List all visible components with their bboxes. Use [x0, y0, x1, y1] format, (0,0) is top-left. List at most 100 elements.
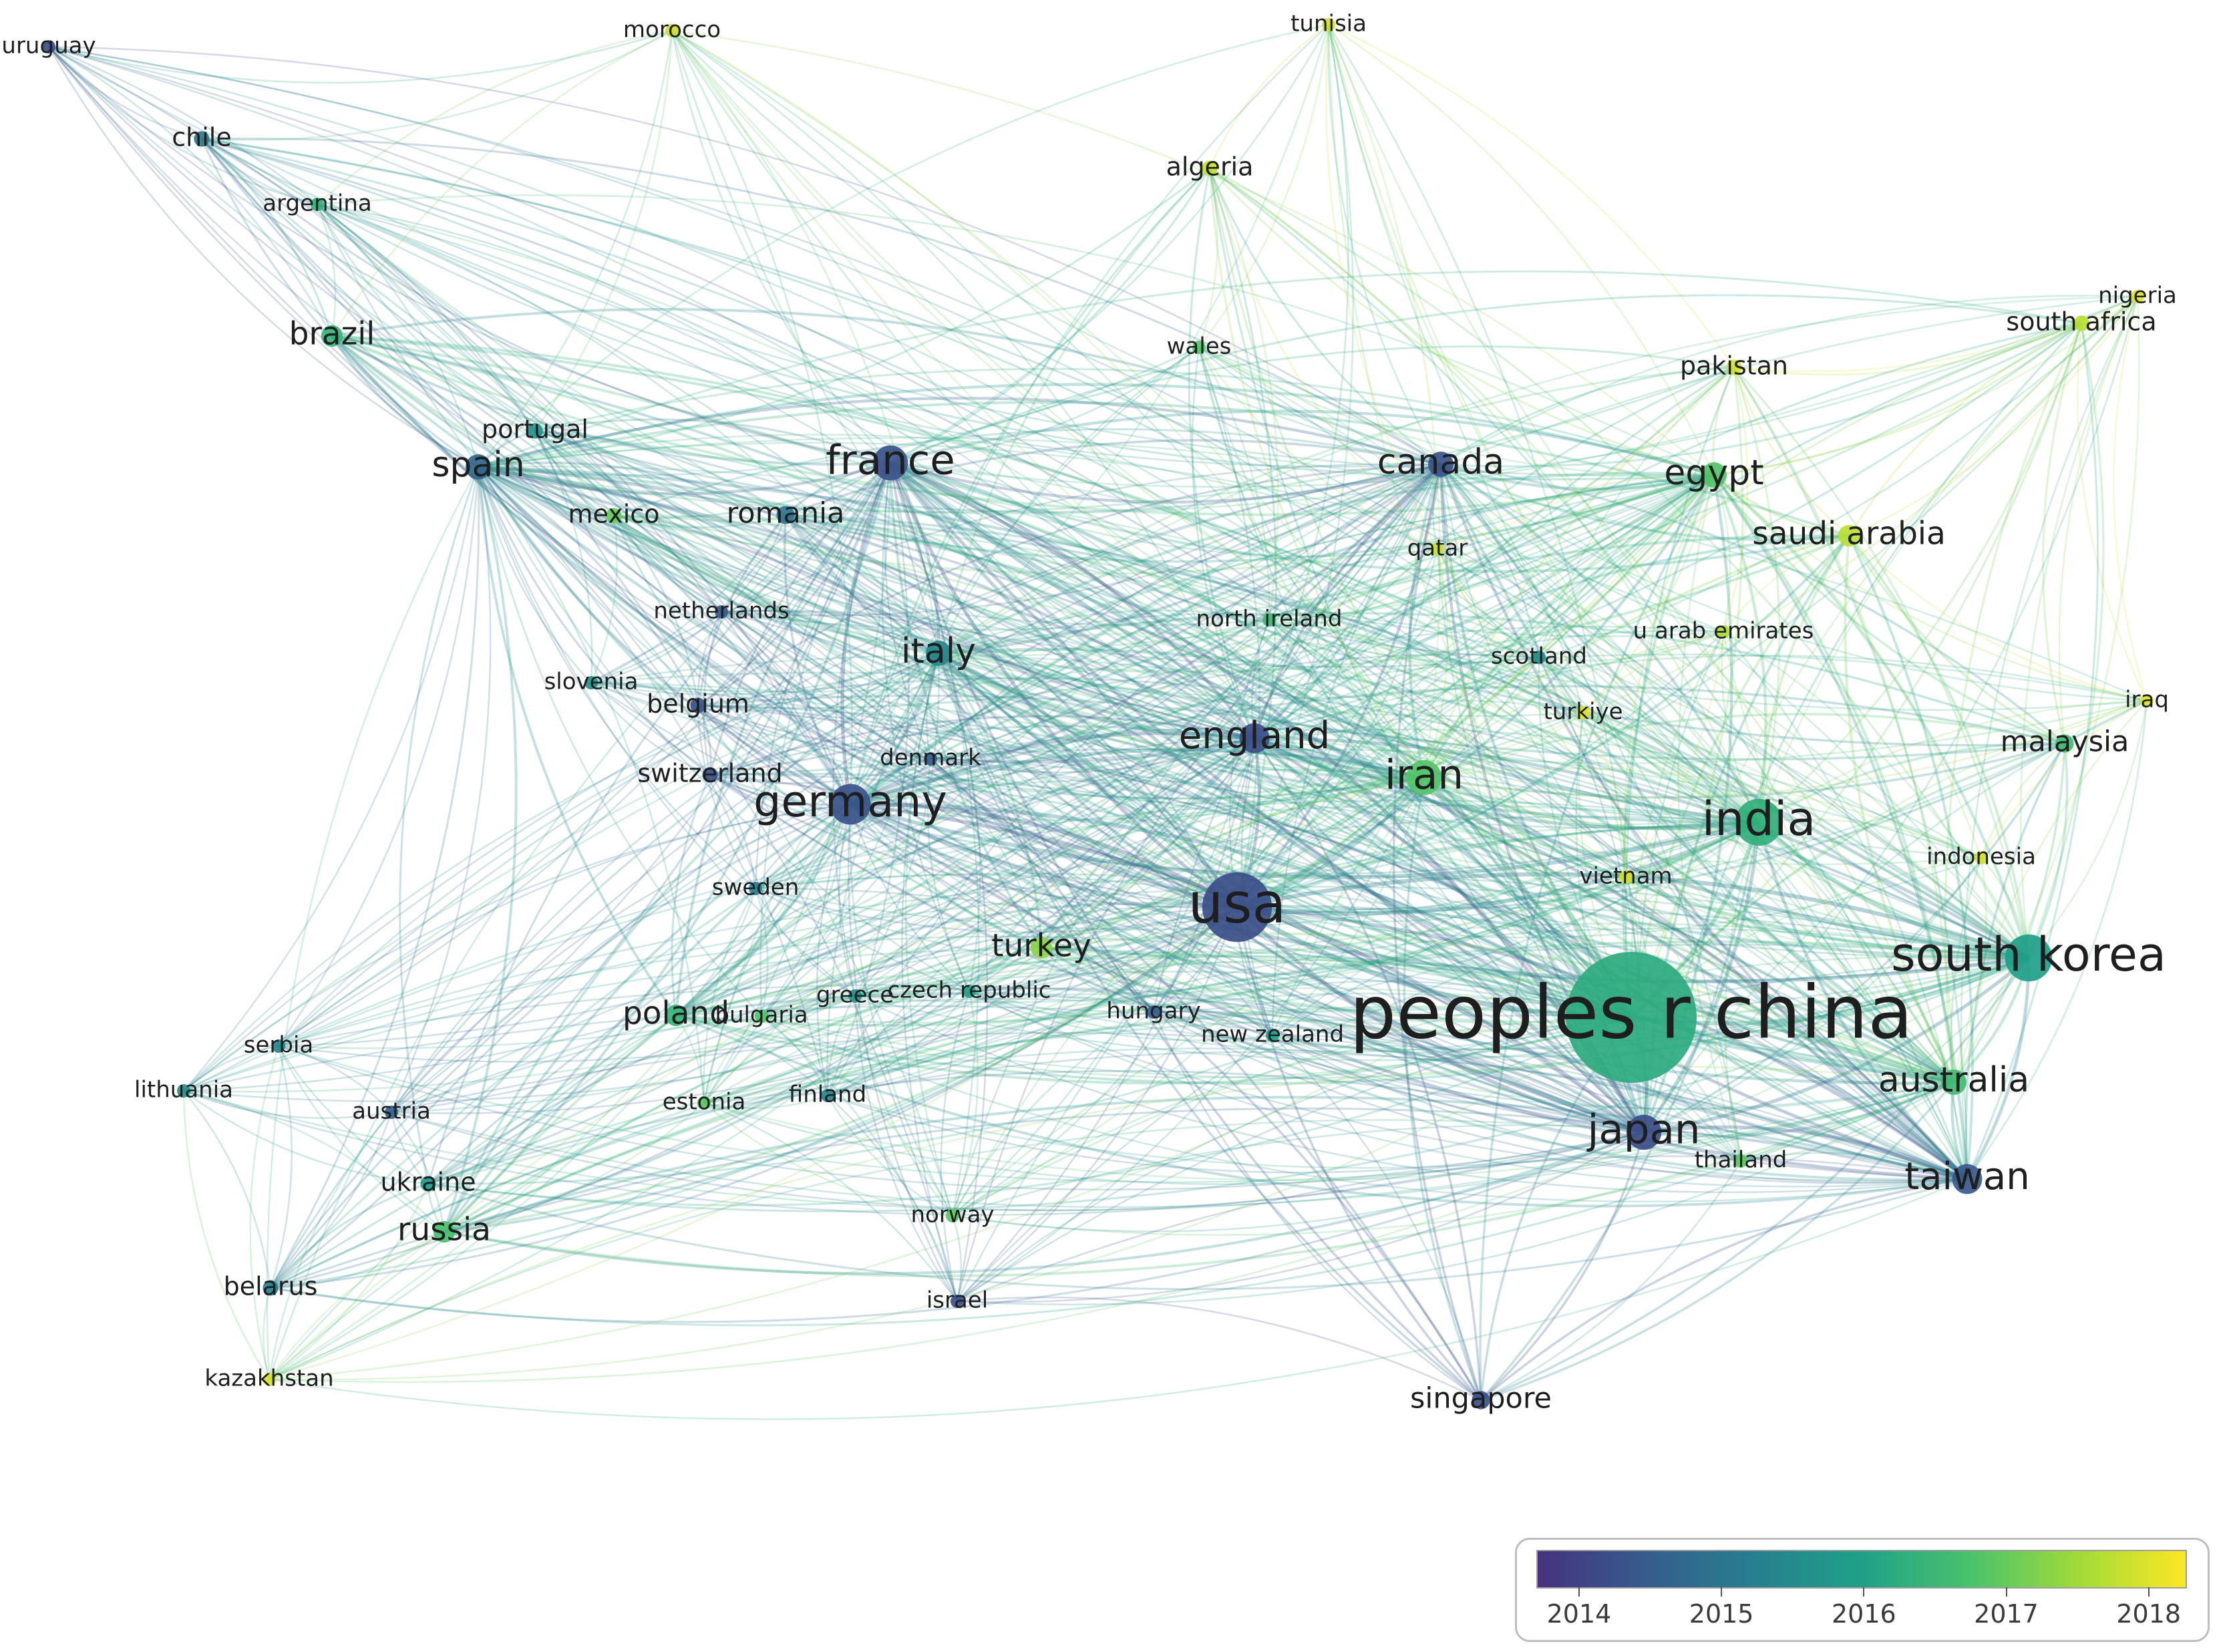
node-morocco[interactable]: [665, 24, 679, 37]
node-peoples-r-china[interactable]: [1566, 952, 1697, 1083]
node-hungary[interactable]: [1147, 1005, 1160, 1019]
node-czech-republic[interactable]: [963, 985, 976, 998]
node-singapore[interactable]: [1472, 1391, 1490, 1410]
node-uruguay[interactable]: [42, 40, 55, 53]
node-new-zealand[interactable]: [1266, 1029, 1279, 1042]
node-mexico[interactable]: [606, 508, 622, 524]
edge-austria-south-korea: [391, 906, 2029, 1114]
edge-canada-scotland: [1440, 464, 1540, 658]
node-finland[interactable]: [821, 1089, 834, 1102]
node-south-africa[interactable]: [2073, 315, 2089, 331]
node-tunisia[interactable]: [1322, 18, 1335, 31]
edge-belarus-india: [270, 821, 1759, 1289]
edge-iraq-indonesia: [1980, 699, 2148, 858]
node-lithuania[interactable]: [177, 1084, 190, 1098]
node-south-korea[interactable]: [2005, 934, 2053, 982]
node-iraq[interactable]: [2140, 694, 2154, 707]
node-taiwan[interactable]: [1952, 1164, 1983, 1194]
node-england[interactable]: [1239, 723, 1270, 754]
edge-tunisia-usa: [1236, 24, 1354, 908]
node-vietnam[interactable]: [1619, 870, 1633, 884]
node-israel[interactable]: [951, 1295, 964, 1308]
node-sweden[interactable]: [749, 882, 762, 895]
edge-saudi-arabia-south-africa: [1848, 322, 2082, 536]
label-canada: canada: [1377, 442, 1504, 482]
node-argentina[interactable]: [311, 198, 324, 211]
node-belarus[interactable]: [263, 1280, 279, 1296]
edge-malaysia-france: [890, 462, 2065, 747]
node-slovenia[interactable]: [584, 676, 598, 689]
edge-norway-egypt: [951, 474, 1715, 1216]
edge-czech-republic-england: [968, 737, 1255, 992]
node-netherlands[interactable]: [715, 605, 728, 619]
node-wales[interactable]: [1192, 341, 1206, 354]
node-greece[interactable]: [848, 989, 862, 1003]
node-egypt[interactable]: [1701, 462, 1727, 488]
node-france[interactable]: [872, 445, 908, 481]
edge-ukraine-taiwan: [428, 1178, 1968, 1291]
node-japan[interactable]: [1626, 1114, 1662, 1150]
node-norway[interactable]: [946, 1209, 959, 1222]
edge-iran-north-ireland: [1268, 619, 1425, 778]
edge-turkey-hungary: [1041, 947, 1154, 1013]
node-thailand[interactable]: [1734, 1154, 1747, 1168]
edge-saudi-arabia-peoples-r-china: [1630, 534, 1850, 1018]
label-argentina: argentina: [263, 190, 371, 217]
node-germany[interactable]: [830, 784, 871, 825]
node-u-arab-emirates[interactable]: [1717, 625, 1730, 639]
edge-slovenia-italy: [590, 652, 939, 695]
edge-chile-italy: [200, 138, 939, 655]
edge-japan-italy: [937, 652, 1645, 1134]
node-iran[interactable]: [1406, 760, 1442, 796]
edge-iraq-italy: [938, 652, 2148, 764]
edge-belgium-canada: [697, 463, 1441, 707]
edge-denmark-peoples-r-china: [930, 758, 1632, 1019]
node-pakistan[interactable]: [1726, 359, 1742, 375]
node-serbia[interactable]: [272, 1039, 285, 1053]
node-algeria[interactable]: [1202, 160, 1218, 176]
node-chile[interactable]: [194, 131, 210, 147]
node-estonia[interactable]: [697, 1096, 711, 1110]
edge-south-korea-japan: [1643, 956, 2030, 1134]
node-italy[interactable]: [926, 641, 951, 666]
edge-india-italy: [938, 647, 1759, 824]
edge-greece-finland: [826, 995, 856, 1096]
node-kazakhstan[interactable]: [263, 1373, 276, 1386]
edge-poland-switzerland: [671, 774, 711, 1016]
node-bulgaria[interactable]: [755, 1009, 768, 1023]
node-nigeria[interactable]: [2131, 290, 2144, 303]
edge-chile-peoples-r-china: [201, 138, 1633, 1019]
node-brazil[interactable]: [321, 325, 343, 347]
node-canada[interactable]: [1428, 452, 1454, 477]
node-north-ireland[interactable]: [1262, 613, 1276, 627]
edge-morocco-australia: [671, 30, 1954, 1084]
node-india[interactable]: [1735, 798, 1783, 846]
node-austria[interactable]: [385, 1106, 398, 1119]
node-saudi-arabia[interactable]: [1838, 524, 1860, 547]
node-russia[interactable]: [433, 1220, 456, 1243]
edge-austria-spain: [390, 466, 492, 1113]
node-qatar[interactable]: [1431, 542, 1444, 556]
node-portugal[interactable]: [527, 423, 543, 439]
edge-indonesia-spain: [478, 465, 1982, 859]
node-australia[interactable]: [1941, 1069, 1966, 1095]
node-denmark[interactable]: [924, 752, 937, 766]
node-turkey[interactable]: [1030, 937, 1053, 959]
node-malaysia[interactable]: [2055, 734, 2074, 753]
node-ukraine[interactable]: [420, 1176, 436, 1192]
edge-denmark-iran: [930, 758, 1425, 804]
node-turkiye[interactable]: [1576, 706, 1590, 719]
node-poland[interactable]: [665, 1004, 687, 1027]
edge-poland-england: [675, 737, 1255, 1017]
node-switzerland[interactable]: [702, 767, 718, 783]
node-usa[interactable]: [1202, 872, 1272, 943]
edge-argentina-canada: [317, 203, 1441, 468]
node-romania[interactable]: [776, 506, 795, 524]
node-belgium[interactable]: [690, 697, 706, 713]
edge-scotland-france: [890, 462, 1540, 659]
label-vietnam: vietnam: [1579, 863, 1672, 890]
node-scotland[interactable]: [1532, 651, 1546, 664]
node-indonesia[interactable]: [1975, 851, 1988, 864]
edge-saudi-arabia-south-korea: [1848, 534, 2030, 959]
node-spain[interactable]: [466, 454, 491, 480]
